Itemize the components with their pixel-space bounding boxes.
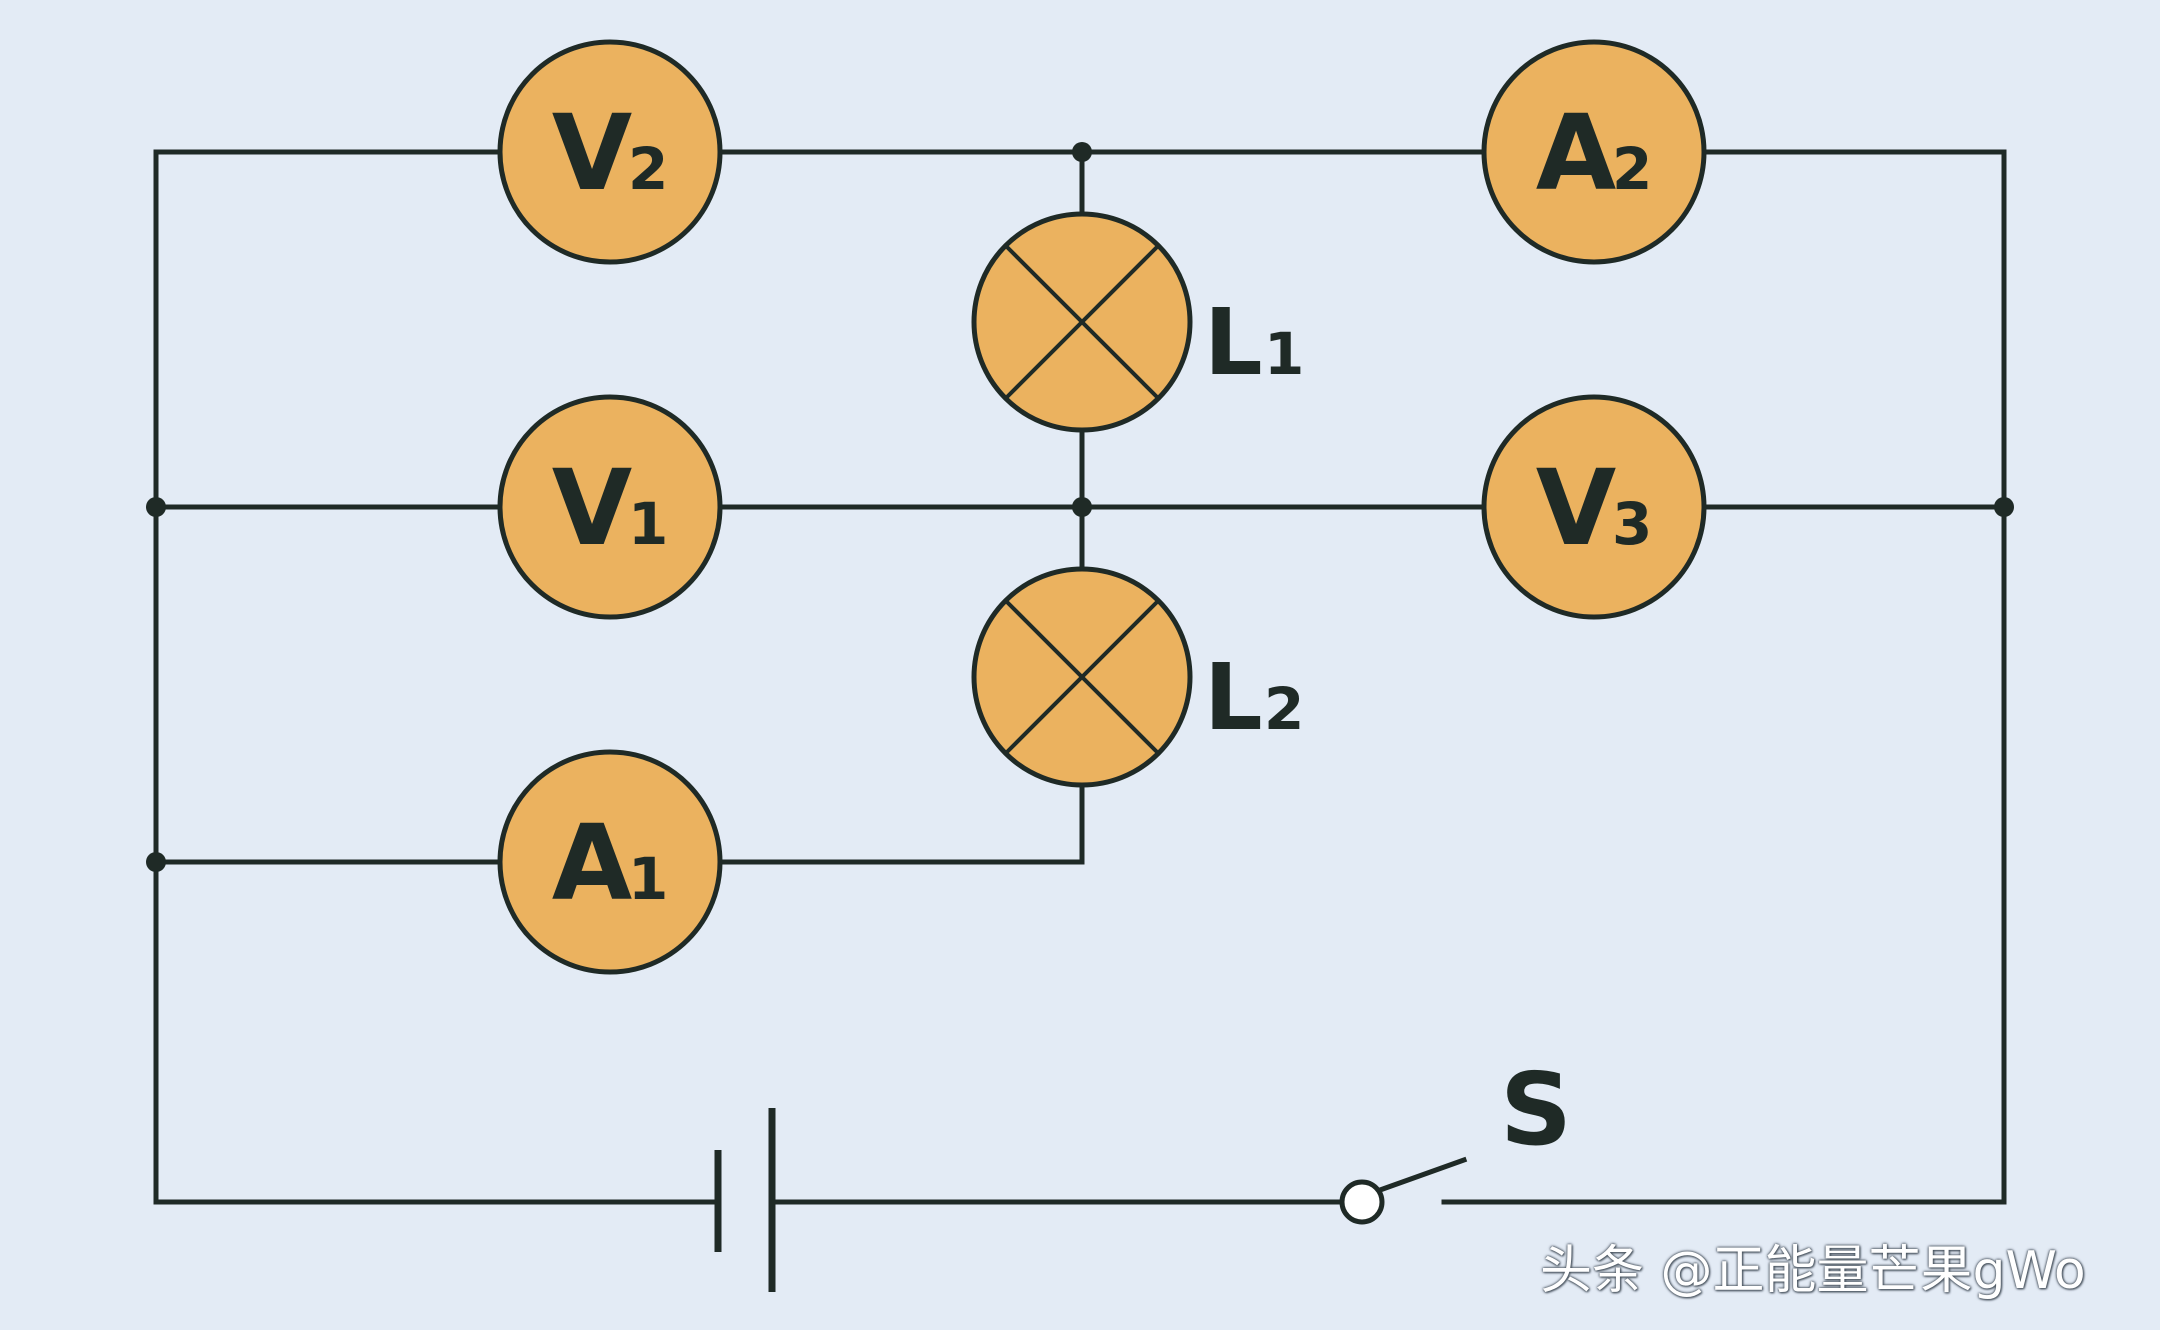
junction-mid-center: [1072, 497, 1092, 517]
voltmeter-v3-subscript: 3: [1612, 490, 1652, 558]
junctions: [146, 142, 2014, 872]
lamp-l2-letter: L: [1204, 644, 1263, 751]
junction-top-center: [1072, 142, 1092, 162]
lamp-l1: L 1: [971, 211, 1304, 433]
ammeter-a1: A 1: [497, 749, 723, 975]
watermark: 头条 @正能量芒果gWo: [1540, 1241, 2086, 1301]
switch-lever: [1376, 1156, 1468, 1194]
voltmeter-v1-letter: V: [552, 447, 633, 569]
ammeter-a1-subscript: 1: [628, 845, 668, 913]
ammeter-a2-letter: A: [1536, 92, 1617, 214]
ammeter-a2-subscript: 2: [1612, 135, 1652, 203]
battery: [714, 1108, 776, 1292]
lamp-l1-subscript: 1: [1264, 320, 1304, 388]
junction-mid-right: [1994, 497, 2014, 517]
lamp-l2-subscript: 2: [1264, 675, 1304, 743]
lamp-l1-letter: L: [1204, 289, 1263, 396]
switch-contact: [1339, 1179, 1385, 1225]
voltmeter-v3-letter: V: [1536, 447, 1617, 569]
voltmeter-v2-subscript: 2: [628, 135, 668, 203]
voltmeter-v2: V 2: [497, 39, 723, 265]
switch-label: S: [1500, 1051, 1572, 1168]
junction-a1-left: [146, 852, 166, 872]
lamp-l2: L 2: [971, 566, 1304, 788]
ammeter-a1-letter: A: [552, 802, 633, 924]
voltmeter-v2-letter: V: [552, 92, 633, 214]
voltmeter-v3: V 3: [1481, 394, 1707, 620]
switch-s: S: [1339, 1051, 1572, 1225]
ammeter-a2: A 2: [1481, 39, 1707, 265]
voltmeter-v1-subscript: 1: [628, 490, 668, 558]
junction-mid-left: [146, 497, 166, 517]
voltmeter-v1: V 1: [497, 394, 723, 620]
